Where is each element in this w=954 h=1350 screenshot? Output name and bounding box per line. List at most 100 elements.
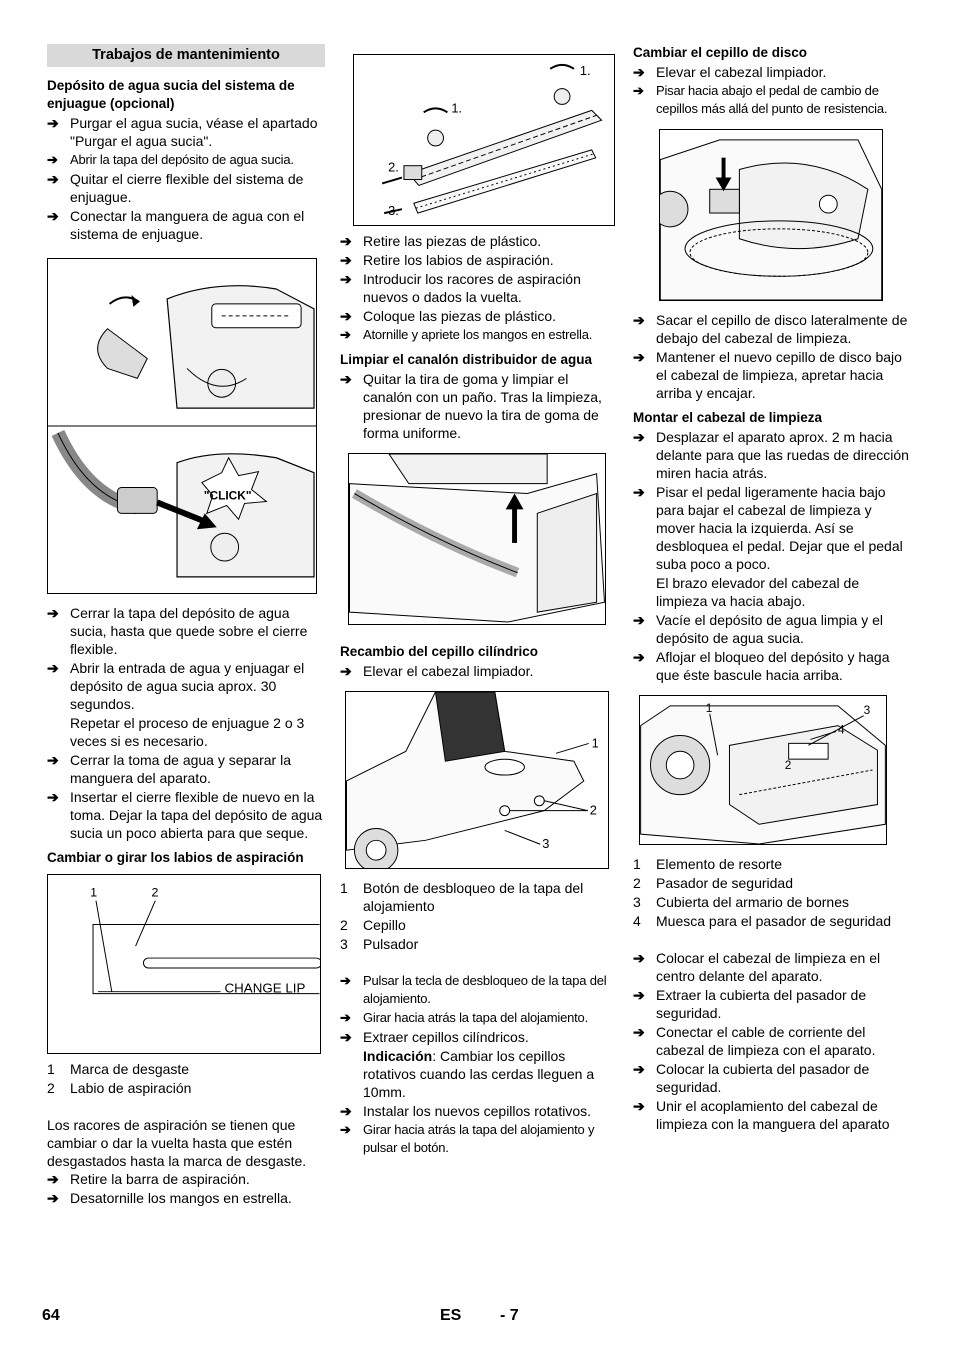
step-item: ➔Retire las piezas de plástico. [340, 233, 542, 249]
step-list: ➔Purgar el agua sucia, véase el apartado… [47, 114, 325, 243]
arrow-icon: ➔ [340, 233, 352, 249]
column-left: Trabajos de mantenimiento Depósito de ag… [47, 44, 325, 1208]
step-item: ➔Elevar el cabezal limpiador. [633, 64, 827, 80]
arrow-icon: ➔ [633, 649, 645, 665]
figure-roller-brush: 1 2 3 [345, 691, 609, 869]
arrow-icon: ➔ [633, 83, 644, 98]
step-continuation: Repetar el proceso de enjuague 2 o 3 vec… [70, 715, 305, 749]
arrow-icon: ➔ [47, 1190, 59, 1206]
step-item: ➔Abrir la tapa del depósito de agua suci… [47, 152, 294, 167]
channel-illustration [349, 454, 605, 623]
heading-labios: Cambiar o girar los labios de aspiración [47, 850, 304, 865]
note-indicacion: Indicación: Cambiar los cepillos rotativ… [363, 1048, 595, 1100]
step-item: ➔Aflojar el bloqueo del depósito y haga … [633, 649, 890, 683]
step-item: ➔Girar hacia atrás la tapa del alojamien… [340, 1122, 595, 1155]
step-item: ➔Pisar el pedal ligeramente hacia bajo p… [633, 484, 903, 572]
heading-montar: Montar el cabezal de limpieza [633, 410, 823, 425]
paragraph-racores: Los racores de aspiración se tienen que … [47, 1117, 307, 1169]
arrow-icon: ➔ [633, 312, 645, 328]
step-item: ➔Instalar los nuevos cepillos rotativos. [340, 1103, 591, 1119]
step-item: ➔Retire los labios de aspiración. [340, 252, 554, 268]
lip-illustration: 1 2 CHANGE LIP [90, 885, 320, 996]
arrow-icon: ➔ [340, 308, 352, 324]
step-item: ➔Purgar el agua sucia, véase el apartado… [47, 115, 318, 149]
svg-text:1: 1 [592, 735, 599, 750]
arrow-icon: ➔ [47, 152, 58, 167]
arrow-icon: ➔ [340, 973, 351, 988]
figure-change-lip: 1 2 CHANGE LIP [47, 874, 321, 1054]
section-title: Trabajos de mantenimiento [47, 44, 325, 67]
arrow-icon: ➔ [633, 987, 645, 1003]
arrow-icon: ➔ [47, 605, 59, 621]
step-item: ➔Mantener el nuevo cepillo de disco bajo… [633, 349, 902, 401]
page-number: 64 [42, 1307, 60, 1324]
arrow-icon: ➔ [340, 1010, 351, 1025]
figure-rinse-connection: "CLICK" [47, 258, 317, 594]
sub-page-number: - 7 [500, 1307, 519, 1324]
arrow-icon: ➔ [633, 612, 645, 628]
svg-text:2.: 2. [388, 160, 399, 175]
svg-text:1: 1 [706, 701, 713, 715]
column-middle: 1. 1. 2. 3. ➔Retire las piezas de plásti… [340, 44, 618, 1158]
figure-disc-brush [659, 129, 883, 301]
rinse-illustration: "CLICK" [48, 285, 316, 578]
step-item: ➔Insertar el cierre flexible de nuevo en… [47, 789, 323, 841]
arrow-icon: ➔ [340, 371, 352, 387]
roller-illustration: 1 2 3 [346, 692, 599, 868]
figure-water-channel [348, 453, 606, 625]
heading-cilindrico: Recambio del cepillo cilíndrico [340, 644, 539, 659]
step-item: ➔Coloque las piezas de plástico. [340, 308, 557, 324]
arrow-icon: ➔ [47, 115, 59, 131]
arrow-icon: ➔ [47, 789, 59, 805]
step-item: ➔Pisar hacia abajo el pedal de cambio de… [633, 83, 888, 116]
step-item: ➔Pulsar la tecla de desbloqueo de la tap… [340, 973, 607, 1006]
arrow-icon: ➔ [633, 429, 645, 445]
svg-text:1.: 1. [580, 63, 591, 78]
cleaning-head-illustration: 1 3 4 2 [640, 701, 886, 844]
svg-text:1: 1 [90, 885, 97, 900]
step-item: ➔Retire la barra de aspiración. [47, 1171, 250, 1187]
svg-text:3: 3 [864, 703, 871, 717]
step-item: ➔Extraer la cubierta del pasador de segu… [633, 987, 867, 1021]
step-item: ➔Sacar el cepillo de disco lateralmente … [633, 312, 908, 346]
heading-canalon: Limpiar el canalón distribuidor de agua [340, 352, 593, 367]
arrow-icon: ➔ [633, 1024, 645, 1040]
svg-text:3: 3 [542, 836, 549, 851]
step-item: ➔Unir el acoplamiento del cabezal de lim… [633, 1098, 890, 1132]
heading-disco: Cambiar el cepillo de disco [633, 45, 808, 60]
arrow-icon: ➔ [340, 327, 351, 342]
squeegee-illustration: 1. 1. 2. 3. [381, 63, 603, 218]
click-label: "CLICK" [204, 488, 252, 502]
figure-squeegee-parts: 1. 1. 2. 3. [353, 54, 615, 226]
arrow-icon: ➔ [340, 252, 352, 268]
step-item: ➔Cerrar la toma de agua y separar la man… [47, 752, 291, 786]
svg-text:4: 4 [838, 722, 845, 736]
change-lip-text: CHANGE LIP [225, 981, 306, 996]
step-item: ➔Girar hacia atrás la tapa del alojamien… [340, 1010, 589, 1025]
step-item: ➔Conectar el cable de corriente del cabe… [633, 1024, 876, 1058]
step-item: ➔Cerrar la tapa del depósito de agua suc… [47, 605, 308, 657]
svg-text:2: 2 [785, 758, 792, 772]
arrow-icon: ➔ [340, 1103, 352, 1119]
arrow-icon: ➔ [340, 271, 352, 287]
language-code: ES [440, 1307, 462, 1324]
step-item: ➔Atornille y apriete los mangos en estre… [340, 327, 593, 342]
arrow-icon: ➔ [47, 752, 59, 768]
figure-cleaning-head: 1 3 4 2 [639, 695, 887, 845]
step-item: ➔Extraer cepillos cilíndricos. [340, 1029, 529, 1045]
step-item: ➔Introducir los racores de aspiración nu… [340, 271, 581, 305]
step-item: ➔Quitar la tira de goma y limpiar el can… [340, 371, 602, 441]
svg-text:1.: 1. [451, 100, 462, 115]
arrow-icon: ➔ [340, 663, 352, 679]
arrow-icon: ➔ [47, 171, 59, 187]
step-item: ➔Desplazar el aparato aprox. 2 m hacia d… [633, 429, 909, 481]
arrow-icon: ➔ [47, 660, 59, 676]
column-right: Cambiar el cepillo de disco ➔Elevar el c… [633, 44, 911, 1134]
